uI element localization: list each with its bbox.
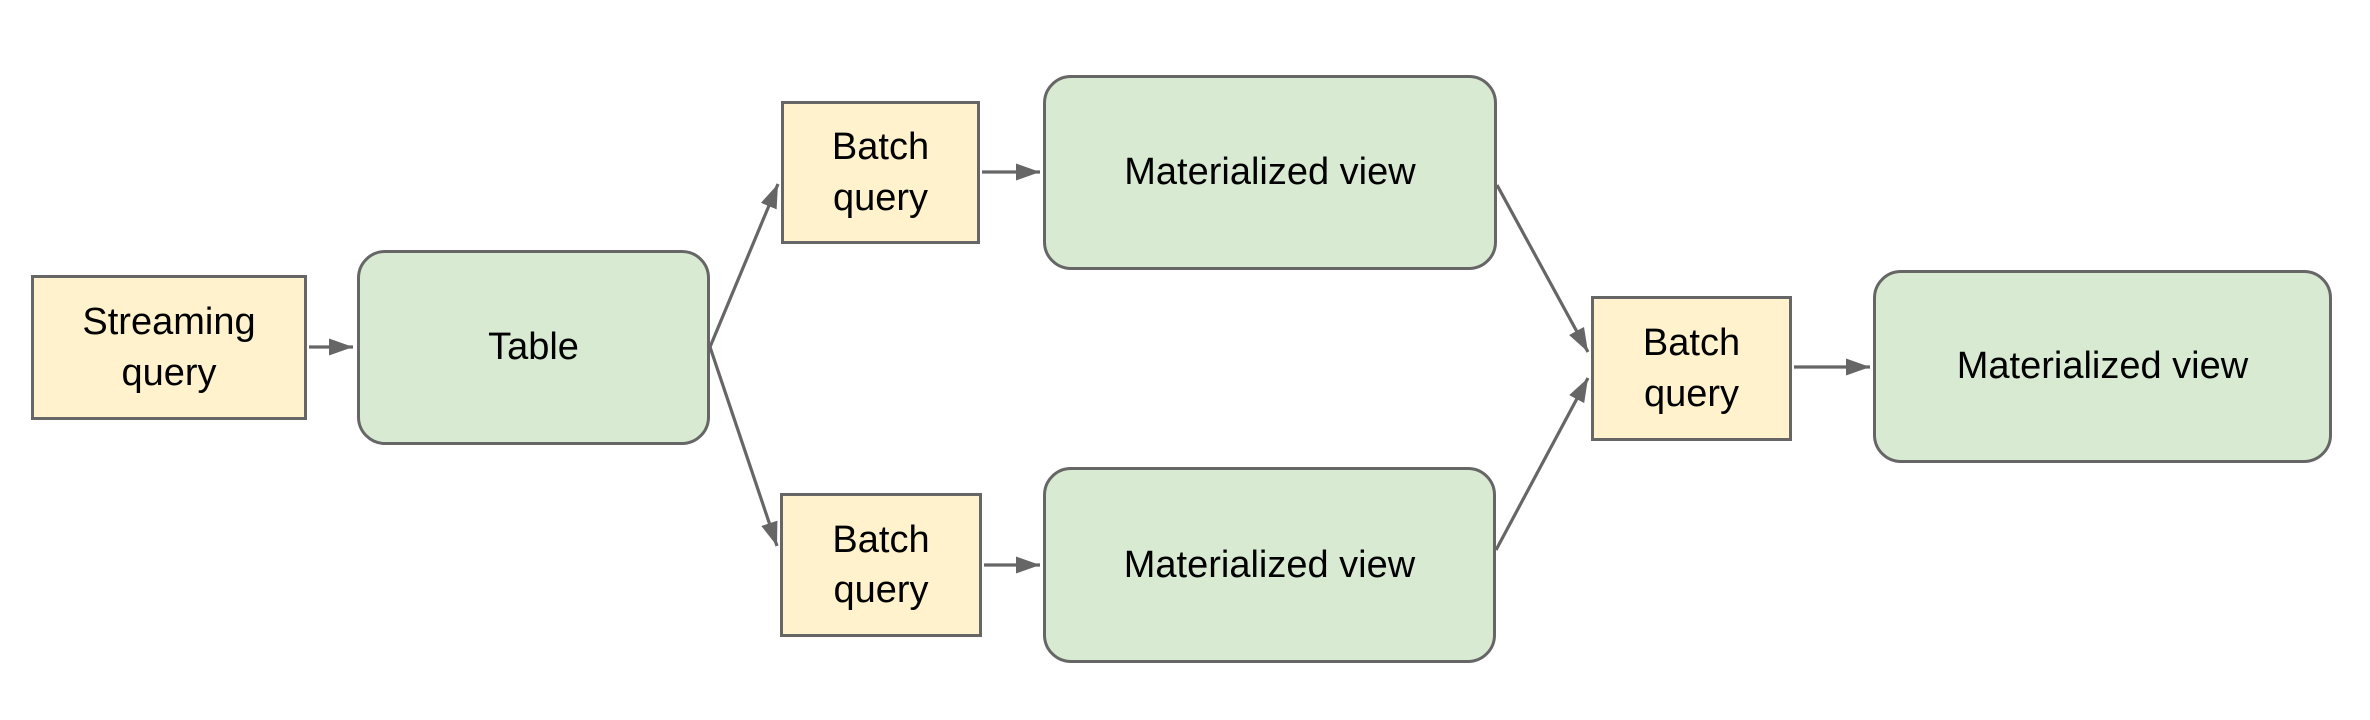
edge-table-to-batch-query-top	[708, 183, 780, 348]
node-batch-query-top-label: Batch query	[831, 126, 930, 219]
node-table-label: Table	[488, 326, 579, 369]
node-batch-query-final: Batch query	[1591, 296, 1792, 441]
node-batch-query-bottom-label: Batch query	[832, 518, 930, 611]
node-streaming-query: Streaming query	[31, 275, 307, 420]
node-table: Table	[357, 250, 710, 445]
node-materialized-view-top: Materialized view	[1043, 75, 1497, 270]
node-materialized-view-top-label: Materialized view	[1124, 151, 1416, 194]
node-streaming-query-label: Streaming query	[82, 301, 256, 394]
node-batch-query-top: Batch query	[781, 101, 980, 244]
node-materialized-view-final-label: Materialized view	[1956, 345, 2249, 388]
edge-materialized-view-bottom-to-batch-query-final	[1494, 377, 1590, 551]
node-materialized-view-bottom: Materialized view	[1043, 467, 1496, 663]
node-materialized-view-final: Materialized view	[1873, 270, 2332, 463]
node-materialized-view-bottom-label: Materialized view	[1123, 543, 1416, 586]
node-batch-query-final-label: Batch query	[1642, 322, 1741, 415]
edge-materialized-view-top-to-batch-query-final	[1495, 184, 1590, 353]
edge-table-to-batch-query-bottom	[708, 346, 779, 547]
node-batch-query-bottom: Batch query	[780, 493, 982, 637]
